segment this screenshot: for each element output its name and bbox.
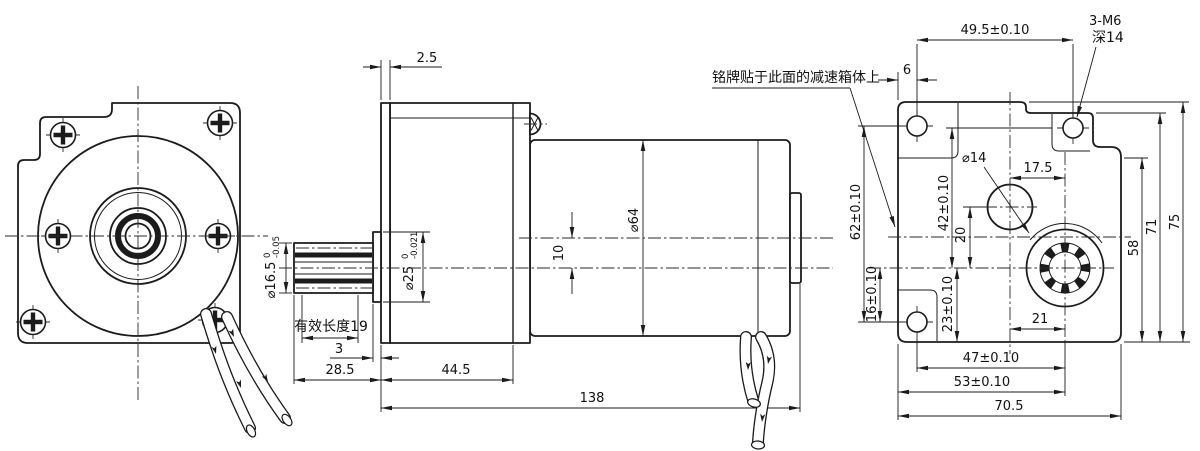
dim-hole-spacing-h: 49.5±0.10 — [916, 23, 1074, 118]
dim-edge-to-shaft-h: 53±0.10 — [897, 344, 1065, 420]
dim-shaft-dia-tol-upper: 0 — [263, 253, 273, 258]
dim-hole-row-to-shaft-v-label: 42±0.10 — [937, 175, 952, 231]
dim-overall-length-label: 138 — [580, 391, 605, 406]
dim-edge-to-hole-label: 6 — [903, 63, 911, 78]
dim-shaft-to-hole-v-label: 16±0.10 — [865, 266, 880, 322]
dim-shaft-dia-label: ⌀16.5 — [264, 262, 279, 299]
dim-shaft-to-bottom-v: 23±0.10 — [941, 268, 960, 342]
dim-boss-protrusion: 3 — [330, 304, 399, 362]
side-view-cables — [739, 331, 776, 450]
dim-pilot-dia-label: ⌀25 — [402, 266, 417, 290]
dim-height-58: 58 — [1124, 157, 1190, 343]
dim-hole-to-shaft-v-label: 20 — [954, 227, 969, 244]
callout-m6-tap: 3-M6 深14 — [1076, 14, 1124, 118]
cable-end — [245, 424, 257, 438]
back-plate-outline — [897, 101, 1122, 343]
dim-flange-thickness-label: 2.5 — [417, 51, 438, 66]
back-centerlines — [868, 92, 1131, 354]
dim-gearbox-length: 44.5 — [381, 345, 514, 384]
nameplate-note-label: 铭牌贴于此面的减速箱体上 — [712, 69, 880, 86]
dim-gearbox-length-label: 44.5 — [442, 363, 471, 378]
dim-spline-effective-length-label: 有效长度19 — [294, 319, 368, 335]
dim-shaft-to-flange: 28.5 — [293, 295, 382, 412]
dim-center-to-shaft-h-label: 17.5 — [1024, 161, 1053, 176]
dim-hole-to-shaft-h-label: 47±0.10 — [963, 351, 1019, 366]
dim-center-to-shaft-bottom: 21 — [1010, 312, 1065, 332]
dim-hole-rows-spacing-v: 62±0.10 — [849, 125, 903, 323]
cable-end — [747, 398, 761, 408]
dim-hole-row-to-shaft-v: 42±0.10 — [937, 127, 1052, 268]
dim-motor-dia: ⌀64 — [627, 140, 646, 336]
side-front-flange — [380, 102, 391, 344]
dim-height-75: 75 — [1029, 101, 1189, 342]
side-assembly-screw-head — [524, 112, 547, 136]
front-view — [5, 86, 268, 402]
dim-overall-length: 138 — [381, 284, 801, 412]
dim-height-75-label: 75 — [1168, 214, 1183, 231]
back-view — [868, 92, 1131, 354]
dim-boss-protrusion-label: 3 — [335, 342, 343, 357]
callout-nameplate-note: 铭牌贴于此面的减速箱体上 — [712, 69, 896, 228]
side-gearbox-body — [389, 102, 531, 344]
dim-overall-width-label: 70.5 — [995, 399, 1024, 414]
dim-axis-offset: 10 — [552, 212, 575, 294]
front-view-cables — [200, 308, 293, 438]
dim-hole-spacing-h-label: 49.5±0.10 — [961, 23, 1030, 38]
dim-shaft-to-hole-v: 16±0.10 — [865, 266, 883, 322]
callout-hole-dia14: ⌀14 — [962, 151, 1030, 234]
dim-pilot-dia-tol-lower: -0.021 — [410, 232, 420, 259]
dim-axis-offset-label: 10 — [552, 245, 567, 262]
callout-m6-tap-line2: 深14 — [1092, 30, 1124, 46]
dim-center-to-shaft-h: 17.5 — [1010, 161, 1065, 181]
front-centerlines — [5, 86, 268, 402]
dim-edge-to-hole: 6 — [878, 63, 937, 100]
dim-spline-effective-length: 有效长度19 — [294, 295, 368, 343]
dim-flange-thickness: 2.5 — [363, 51, 442, 100]
dim-shaft-to-bottom-v-label: 23±0.10 — [941, 276, 956, 332]
cable-end — [750, 440, 766, 450]
dim-hole-to-shaft-v: 20 — [954, 206, 986, 268]
side-view — [279, 102, 836, 344]
dim-hole-to-shaft-h: 47±0.10 — [916, 338, 1066, 396]
dim-shaft-dia: ⌀16.5 0 -0.05 — [263, 236, 292, 298]
dim-shaft-to-flange-label: 28.5 — [326, 363, 355, 378]
callout-m6-tap-line1: 3-M6 — [1089, 14, 1121, 29]
dim-edge-to-shaft-h-label: 53±0.10 — [954, 375, 1010, 390]
cable-end — [281, 413, 293, 427]
dim-motor-dia-label: ⌀64 — [627, 208, 642, 232]
dim-height-58-label: 58 — [1127, 240, 1142, 257]
dim-pilot-dia: ⌀25 0 -0.021 — [383, 231, 430, 303]
dimensions: 2.5 ⌀16.5 0 -0.05 ⌀25 0 -0.021 — [263, 14, 1190, 420]
dim-pilot-dia-tol-upper: 0 — [401, 254, 411, 259]
dim-height-71: 71 — [1096, 112, 1166, 342]
dim-center-to-shaft-bottom-label: 21 — [1032, 312, 1049, 327]
dim-overall-width: 70.5 — [898, 344, 1122, 420]
back-counterbore-arc — [1029, 222, 1103, 244]
dim-shaft-dia-tol-lower: -0.05 — [272, 236, 282, 258]
dim-height-71-label: 71 — [1145, 219, 1160, 236]
dim-hole-dia14-label: ⌀14 — [962, 151, 986, 166]
side-shaft-boss — [372, 231, 382, 303]
dim-hole-rows-spacing-v-label: 62±0.10 — [849, 184, 864, 240]
